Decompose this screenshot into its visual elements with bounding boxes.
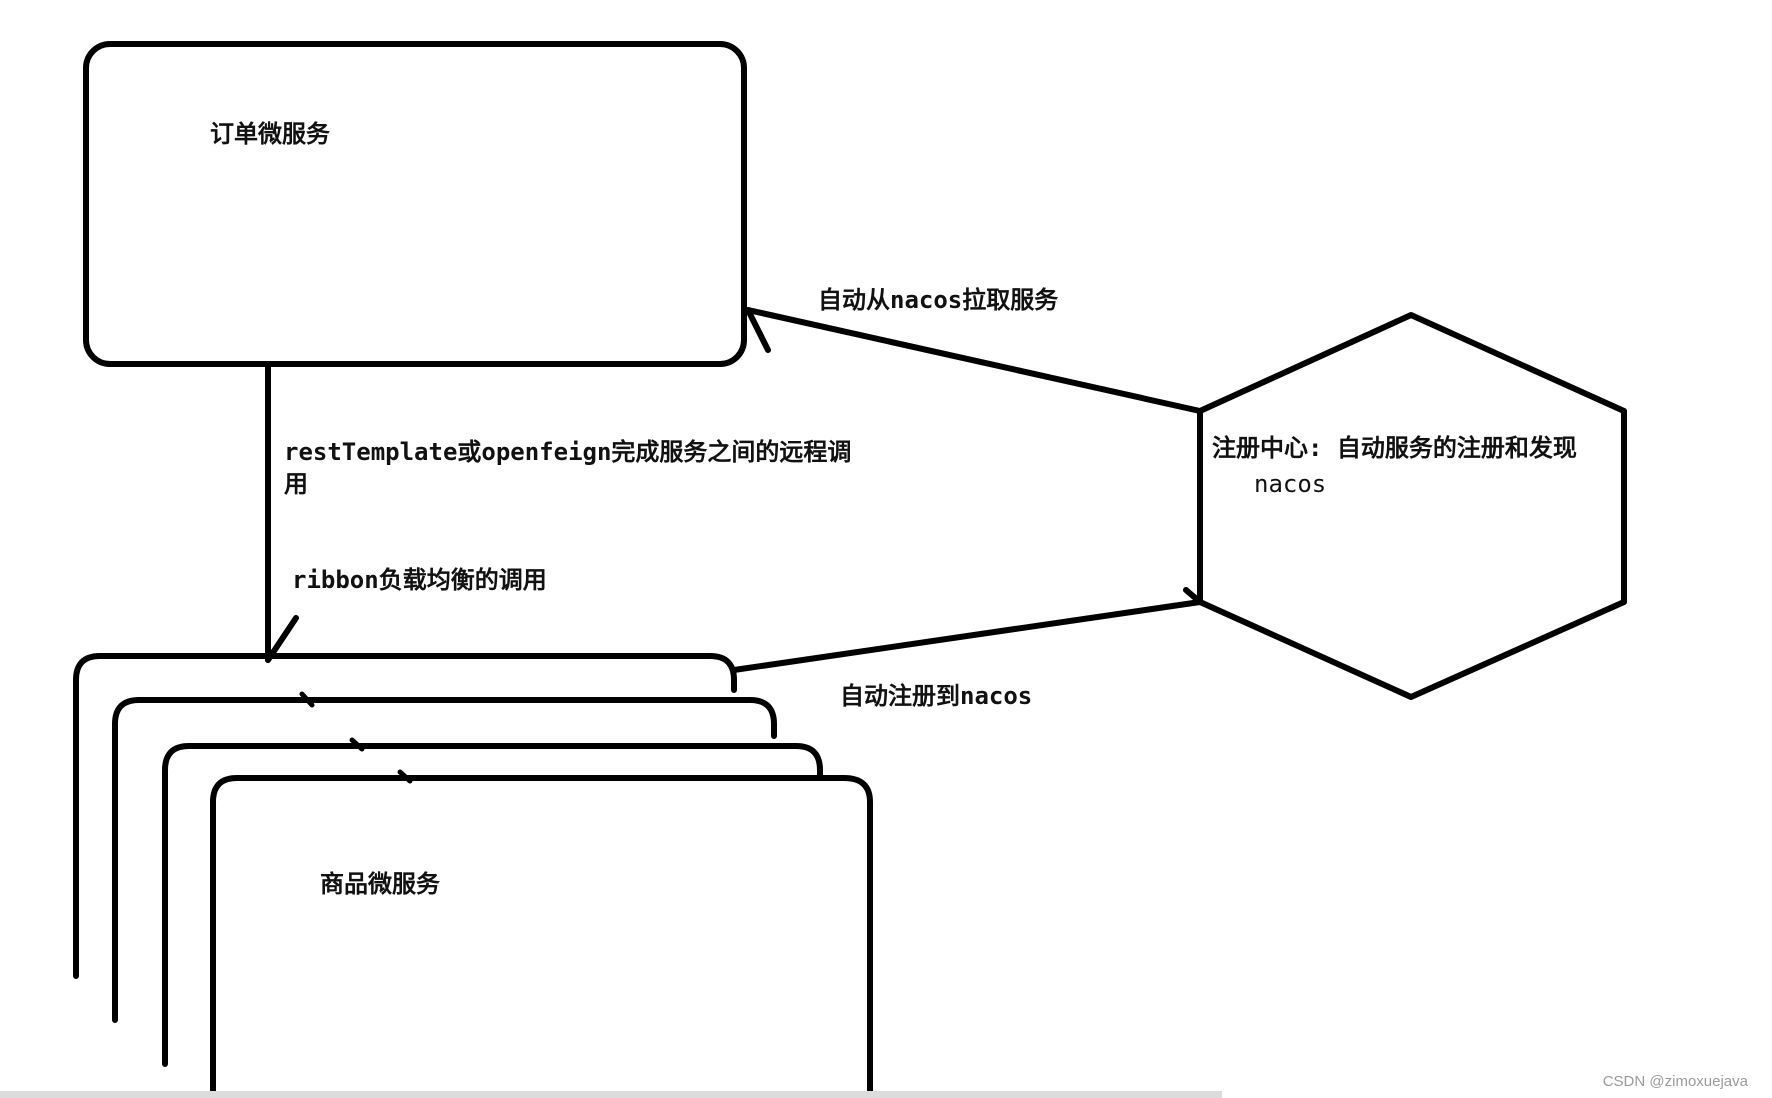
register-label: 自动注册到nacos bbox=[840, 682, 1033, 710]
order-service-box bbox=[83, 41, 747, 367]
load-balance-label: ribbon负载均衡的调用 bbox=[292, 566, 547, 594]
remote-call-label: restTemplate或openfeign完成服务之间的远程调用 bbox=[284, 438, 852, 498]
product-instance-4 bbox=[210, 775, 873, 1097]
remote-call-arrowhead bbox=[265, 615, 299, 663]
product-service-label: 商品微服务 bbox=[320, 870, 440, 898]
registry-name-label: nacos bbox=[1254, 470, 1327, 498]
product-instance-2 bbox=[112, 697, 777, 1023]
pull-arrowhead bbox=[745, 307, 771, 353]
stack-mark-3 bbox=[397, 769, 413, 784]
stack-mark-2 bbox=[349, 737, 365, 752]
registry-hexagon bbox=[1197, 312, 1627, 700]
bottom-scroll-strip bbox=[0, 1091, 1222, 1098]
product-instance-1 bbox=[73, 653, 737, 979]
order-service-label: 订单微服务 bbox=[210, 120, 330, 148]
watermark: CSDN @zimoxuejava bbox=[1602, 1073, 1748, 1090]
register-arrowhead bbox=[1183, 587, 1203, 605]
stack-mark-1 bbox=[299, 691, 315, 708]
product-instance-3 bbox=[162, 743, 823, 1067]
registry-label: 注册中心: 自动服务的注册和发现 bbox=[1212, 434, 1577, 462]
register-arrow bbox=[731, 599, 1203, 673]
pull-label: 自动从nacos拉取服务 bbox=[818, 286, 1059, 314]
pull-arrow bbox=[745, 307, 1203, 414]
